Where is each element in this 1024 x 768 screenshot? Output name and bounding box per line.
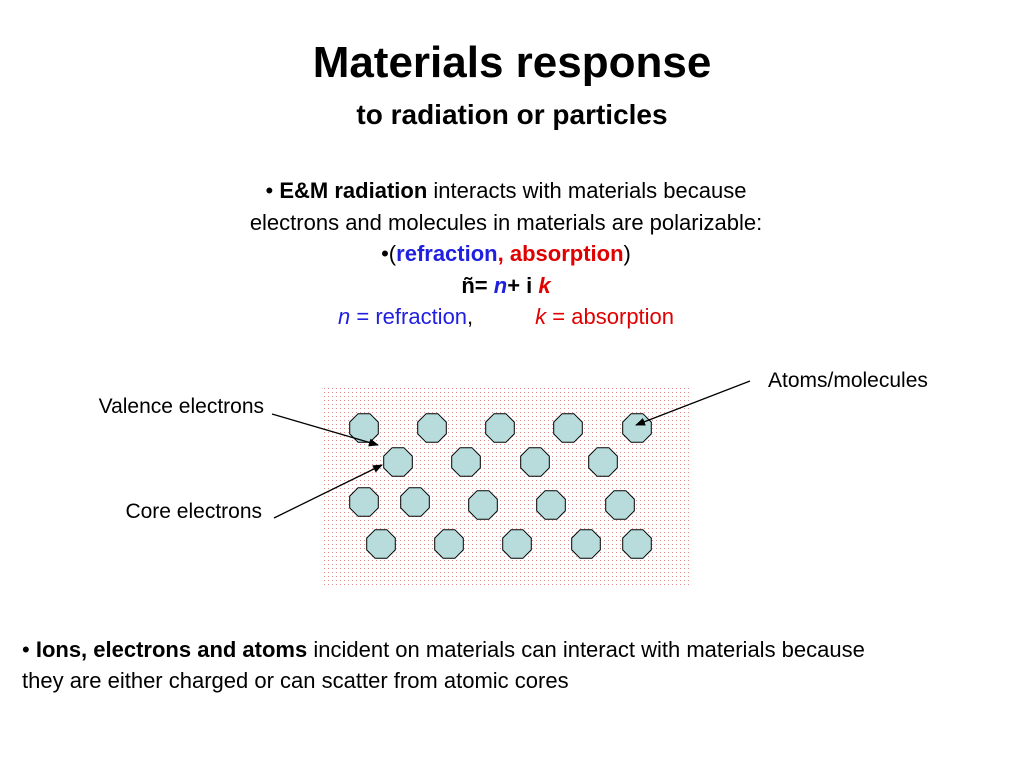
atom-octagon (588, 447, 618, 477)
atom-octagon (400, 487, 430, 517)
interacts-text: interacts with materials because (433, 178, 747, 203)
atoms-arrow (635, 380, 751, 426)
bottom-bullet: • Ions, electrons and atoms incident on … (22, 634, 1012, 696)
valence-electrons-label: Valence electrons (98, 395, 264, 418)
atom-octagon (502, 529, 532, 559)
intro-line-2: electrons and molecules in materials are… (249, 209, 763, 235)
def-comma: , (467, 304, 474, 329)
atoms-group (349, 413, 652, 559)
atoms-molecules-label: Atoms/molecules (768, 369, 928, 392)
bottom-text-line-1: incident on materials can interact with … (313, 637, 865, 662)
atom-octagon (571, 529, 601, 559)
paren-open: •( (381, 241, 397, 266)
absorption-term: absorption (509, 241, 624, 266)
atom-octagon (622, 529, 652, 559)
intro-block: • E&M radiation interacts with materials… (0, 175, 1012, 333)
def-k: k (535, 304, 547, 329)
atom-octagon (451, 447, 481, 477)
atom-octagon (468, 490, 498, 520)
def-absorption: absorption (571, 304, 675, 329)
atom-octagon (605, 490, 635, 520)
atom-octagon (553, 413, 583, 443)
ions-electrons-atoms-term: Ions, electrons and atoms (35, 637, 308, 662)
def-n: n (337, 304, 351, 329)
em-radiation-term: E&M radiation (279, 178, 428, 203)
equation-lhs: ñ= (461, 272, 488, 298)
atom-octagon (366, 529, 396, 559)
paren-close: ) (623, 241, 631, 266)
atom-octagon (383, 447, 413, 477)
equation-plus-i: + i (507, 272, 533, 298)
slide-subtitle: to radiation or particles (356, 99, 668, 130)
def-eq-1: = (356, 304, 370, 329)
bottom-bullet-mark: • (22, 637, 30, 662)
valence-arrow (271, 413, 379, 447)
equation-line: ñ= n+ i k (0, 270, 1012, 302)
equation-n: n (493, 272, 508, 298)
atom-octagon (485, 413, 515, 443)
atom-octagon (417, 413, 447, 443)
equation-k: k (538, 272, 551, 298)
core-electrons-label: Core electrons (125, 500, 262, 523)
atom-octagon (434, 529, 464, 559)
definition-line: n = refraction, k = absorption (0, 301, 1012, 333)
bottom-text-line-2: they are either charged or can scatter f… (22, 668, 569, 693)
atom-octagon (536, 490, 566, 520)
atom-octagon (349, 413, 379, 443)
core-arrow (273, 464, 383, 519)
atom-octagon (349, 487, 379, 517)
def-refraction: refraction (375, 304, 468, 329)
refraction-term: refraction (396, 241, 498, 266)
atom-octagon (520, 447, 550, 477)
atom-octagon (622, 413, 652, 443)
comma-mark: , (497, 241, 504, 266)
intro-line-3: •(refraction, absorption) (0, 238, 1012, 270)
def-eq-2: = (552, 304, 566, 329)
bullet-mark: • (265, 178, 274, 203)
slide-title: Materials response (312, 38, 712, 87)
intro-line-1: • E&M radiation interacts with materials… (0, 175, 1012, 207)
